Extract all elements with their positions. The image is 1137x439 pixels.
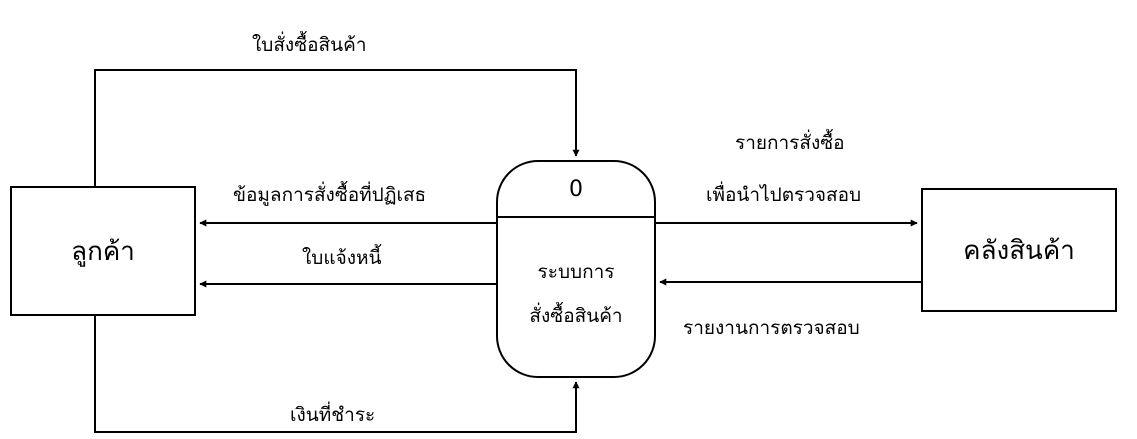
flow-label-order-list-line-1: รายการสั่งซื้อ — [735, 132, 845, 154]
process-ordering-system: 0 ระบบการ สั่งซื้อสินค้า — [496, 160, 656, 378]
flow-payment-line — [94, 316, 580, 433]
process-divider — [498, 216, 654, 218]
flow-label-order-list-line-2: เพื่อนำไปตรวจสอบ — [706, 184, 862, 206]
flow-label-inspection-report: รายงานการตรวจสอบ — [683, 317, 860, 339]
flow-label-purchase-order: ใบสั่งซื้อสินค้า — [252, 34, 367, 56]
flow-purchase-order-line — [94, 69, 580, 186]
flow-label-payment: เงินที่ชำระ — [290, 404, 376, 426]
entity-customer: ลูกค้า — [10, 186, 196, 316]
entity-customer-label: ลูกค้า — [71, 236, 135, 267]
process-id: 0 — [569, 176, 583, 202]
entity-warehouse-label: คลังสินค้า — [963, 235, 1075, 266]
process-name-line-1: ระบบการ — [537, 261, 615, 283]
flow-label-invoice: ใบแจ้งหนี้ — [302, 247, 382, 269]
process-name: ระบบการ สั่งซื้อสินค้า — [498, 250, 654, 338]
process-name-line-2: สั่งซื้อสินค้า — [529, 305, 623, 327]
entity-warehouse: คลังสินค้า — [921, 188, 1117, 312]
flow-label-rejected-order-info: ข้อมูลการสั่งซื้อที่ปฏิเสธ — [233, 184, 427, 206]
